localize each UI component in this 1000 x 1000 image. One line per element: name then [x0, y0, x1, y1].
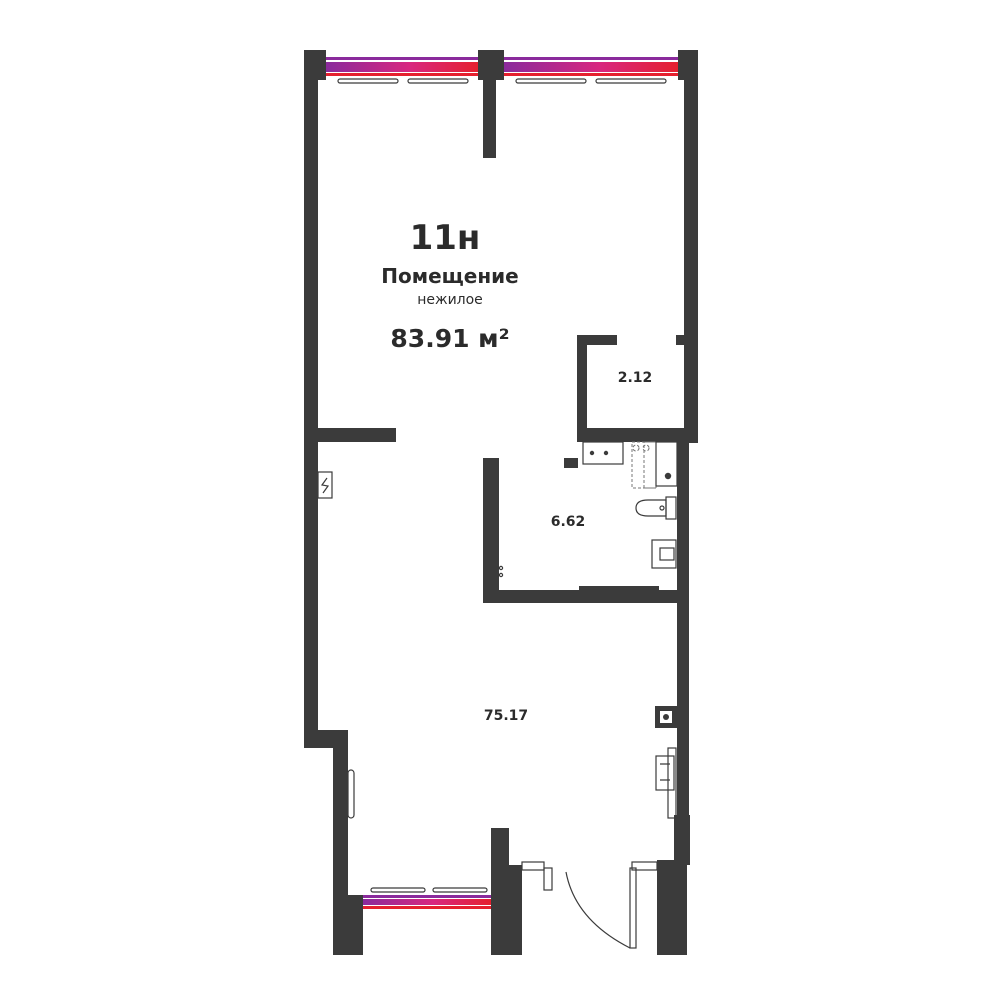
unit-number: 11н — [409, 218, 481, 258]
ventilation-shaft-icon — [655, 706, 677, 728]
electric-panel-icon — [317, 471, 333, 499]
room-area-bathroom: 6.62 — [550, 514, 586, 530]
gas-riser-icon — [655, 747, 677, 819]
interior-walls — [318, 335, 689, 603]
room-area-main-hall: 75.17 — [483, 708, 529, 724]
radiator-icon — [347, 769, 355, 819]
window-bottom — [363, 887, 491, 909]
toilet-icon — [635, 496, 677, 520]
exterior-walls — [304, 50, 698, 955]
unit-title: Помещение — [381, 264, 519, 288]
sink-icon — [582, 441, 624, 465]
window-top-right — [504, 57, 678, 84]
window-top-left — [326, 57, 478, 84]
unit-total-area: 83.91 м² — [390, 324, 510, 353]
water-heater-icon — [631, 441, 678, 489]
washbasin-icon — [651, 539, 677, 569]
floor-drain-icon — [498, 565, 504, 578]
room-area-storage: 2.12 — [617, 370, 653, 386]
unit-subtitle: нежилое — [417, 292, 483, 308]
entrance-door — [521, 861, 658, 949]
